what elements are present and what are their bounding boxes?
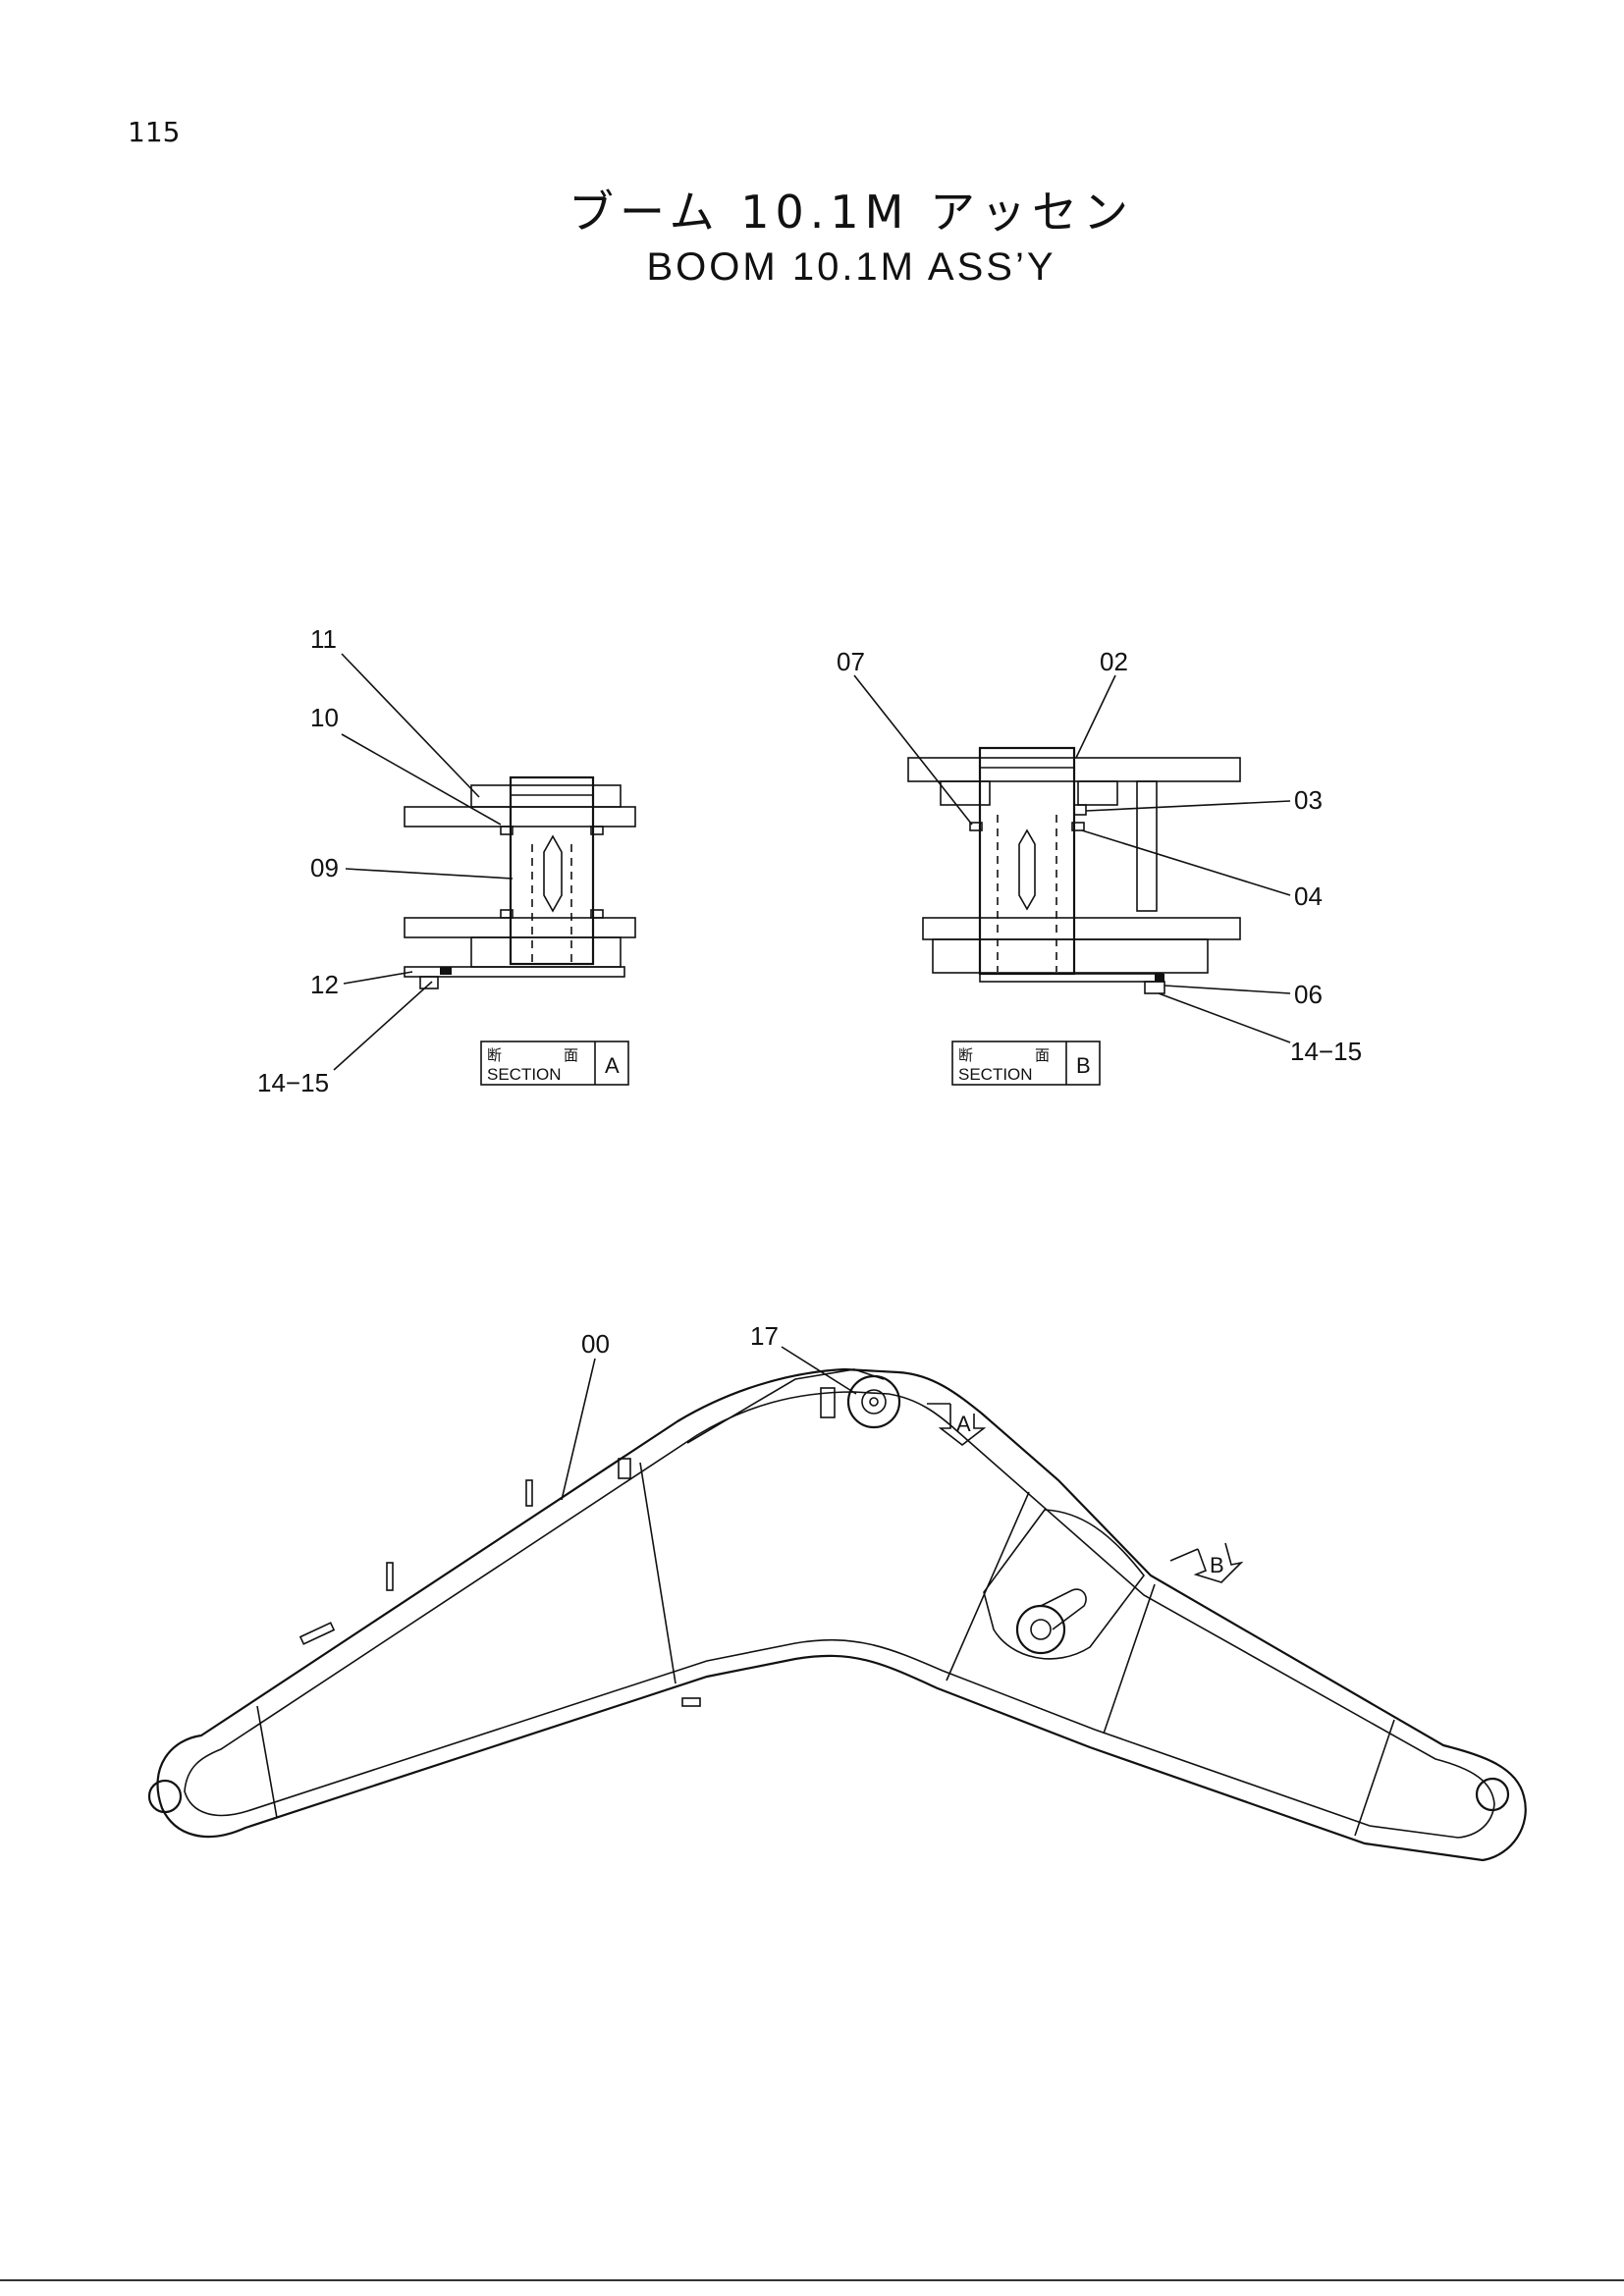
section-b-leaders [853,674,1291,1043]
view-marker-a: A [927,1403,987,1447]
view-marker-b: B [1169,1542,1244,1583]
title-english: BOOM 10.1M ASS’Y [646,245,1056,289]
section-a-kanji-left: 断 [487,1047,502,1064]
label-section-a-12: 12 [310,970,339,999]
bottom-rule [0,2279,1624,2281]
section-a-drawing [404,775,636,989]
boom-outline [147,1367,1527,1862]
label-boom-00: 00 [581,1329,610,1359]
section-a-word: SECTION [487,1065,562,1084]
label-section-b-07: 07 [837,647,865,676]
title-japanese: ブーム 10.1M アッセン [568,186,1134,239]
label-section-b-14-15: 14−15 [1290,1037,1362,1066]
view-marker-b-letter: B [1210,1553,1224,1577]
label-boom-17: 17 [750,1321,779,1351]
section-b-kanji-left: 断 [958,1047,973,1064]
section-b-drawing [907,746,1241,994]
label-section-b-04: 04 [1294,881,1323,911]
section-a-kanji-right: 面 [564,1047,578,1064]
boom-leaders [561,1346,857,1501]
label-section-a-11: 11 [310,624,337,654]
label-section-a-09: 09 [310,853,339,882]
section-a-leaders [333,653,514,1071]
label-section-b-02: 02 [1100,647,1128,676]
section-b-letter: B [1076,1053,1091,1078]
label-section-a-10: 10 [310,703,339,732]
section-a-letter: A [605,1053,620,1078]
section-b-box: 断 面 SECTION B [951,1041,1101,1086]
section-b-word: SECTION [958,1065,1033,1084]
label-section-b-03: 03 [1294,785,1323,815]
page-number: 115 [128,116,181,148]
section-a-box: 断 面 SECTION A [480,1041,629,1086]
section-b-kanji-right: 面 [1035,1047,1050,1064]
view-marker-a-letter: A [956,1412,971,1436]
label-section-a-14-15: 14−15 [257,1068,329,1097]
label-section-b-06: 06 [1294,980,1323,1009]
